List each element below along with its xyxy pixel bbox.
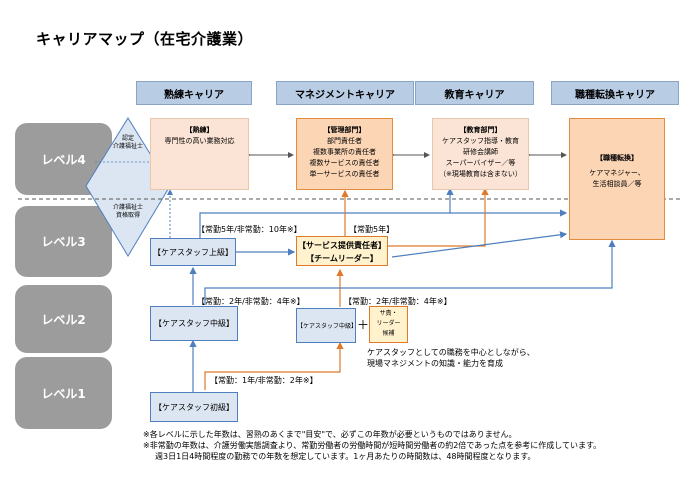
care-staff-junior-label: 【ケアスタッフ初級】 (154, 403, 234, 412)
care-staff-senior-label: 【ケアスタッフ上級】 (153, 248, 233, 257)
career-change-line: 生活相談員／等 (592, 180, 642, 188)
care-worker-qualification-label: 介護福祉士 資格取得 (112, 204, 143, 219)
header-skilled-career: 熟練キャリア (136, 81, 252, 105)
education-line: 研修会講師 (463, 148, 498, 156)
level3-skilled-years: 【常勤5年/非常勤：10年※】 (197, 225, 302, 234)
level2-left-years: 【常勤：2年/非常勤：4年※】 (197, 297, 305, 306)
education-box: 【教育部門】 ケアスタッフ指導・教育 研修会講師 スーパーバイザー／等 （※現場… (432, 118, 529, 190)
footnote-2: ※非常勤の年数は、介護労働実態調査より、常勤労働者の労働時間が短時間労働者の約2… (143, 441, 602, 450)
certified-care-worker-label: 認定 介護福祉士 (112, 135, 143, 150)
skilled-title: 【熟練】 (185, 126, 214, 134)
career-change-title: 【職種転換】 (596, 154, 638, 162)
career-change-box: 【職種転換】 ケアマネジャー、 生活相談員／等 (569, 118, 665, 240)
care-staff-senior-box: 【ケアスタッフ上級】 (150, 238, 236, 266)
management-title: 【管理部門】 (323, 126, 366, 134)
arrow-leader-to-change (391, 231, 568, 258)
arrow-senior-to-education (199, 187, 454, 238)
care-staff-junior-box: 【ケアスタッフ初級】 (150, 392, 238, 422)
footnote-1: ※各レベルに示した年数は、習熟のあくまで"目安"で、必ずこの年数が必要というもの… (143, 430, 517, 439)
care-staff-mid-label: 【ケアスタッフ中級】 (154, 319, 234, 328)
header-management-career: マネジメントキャリア (276, 81, 414, 105)
management-line: 単一サービスの責任者 (309, 170, 380, 178)
footnote-3: 週3日1日4時間程度の勤務での年数を想定しています。1ヶ月あたりの時間数は、48… (155, 452, 536, 461)
management-line: 部門責任者 (327, 137, 362, 145)
level3-mgmt-years: 【常勤5年】 (349, 225, 395, 234)
education-title: 【教育部門】 (459, 126, 502, 134)
arrow-manager-to-education (388, 187, 489, 247)
mid-development-note: ケアスタッフとしての職務を中心としながら、 現場マネジメントの知識・能力を育成 (367, 348, 535, 368)
level-2-block: レベル2 (15, 285, 112, 353)
care-staff-mid-small-box: 【ケアスタッフ中級】 (296, 308, 358, 343)
career-change-line: ケアマネジャー、 (589, 169, 645, 177)
service-manager-label: 【サービス提供責任者】 (298, 241, 386, 250)
leader-candidate-label: サ責・ リーダー 候補 (376, 310, 401, 337)
arrow-mid-to-change (204, 239, 616, 305)
leader-candidate-box: サ責・ リーダー 候補 (369, 306, 408, 343)
plus-sign: ＋ (357, 318, 370, 332)
level1-years: 【常勤：1年/非常勤：2年※】 (210, 376, 318, 385)
management-box: 【管理部門】 部門責任者 複数事業所の責任者 複数サービスの責任者 単一サービス… (296, 118, 393, 190)
education-line: （※現場教育は含まない） (439, 170, 522, 178)
management-line: 複数サービスの責任者 (309, 159, 380, 167)
education-line: スーパーバイザー／等 (445, 159, 516, 167)
skilled-box: 【熟練】 専門性の高い業務対応 (150, 118, 249, 190)
skilled-body: 専門性の高い業務対応 (164, 137, 235, 145)
level-3-block: レベル3 (15, 206, 112, 277)
team-leader-label: 【チームリーダー】 (306, 254, 378, 263)
service-manager-leader-box: 【サービス提供責任者】 【チームリーダー】 (296, 236, 388, 266)
education-line: ケアスタッフ指導・教育 (442, 137, 519, 145)
arrow-junior-to-candidate (204, 341, 344, 390)
level-1-block: レベル1 (15, 357, 112, 429)
care-staff-mid-box: 【ケアスタッフ中級】 (150, 306, 238, 341)
header-education-career: 教育キャリア (415, 81, 534, 105)
page-title: キャリアマップ（在宅介護業） (36, 30, 254, 48)
care-staff-mid-small-label: 【ケアスタッフ中級】 (297, 323, 358, 330)
header-career-change: 職種転換キャリア (551, 81, 679, 105)
management-line: 複数事業所の責任者 (313, 148, 376, 156)
level2-right-years: 【常勤：2年/非常勤：4年※】 (344, 297, 452, 306)
